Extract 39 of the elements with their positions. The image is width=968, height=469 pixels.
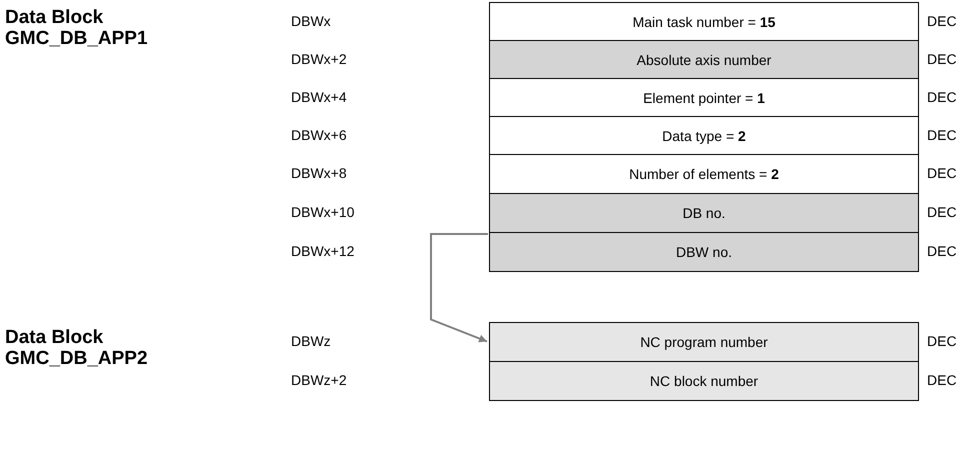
address-label: DBWx+12	[291, 243, 354, 259]
address-label: DEC	[927, 165, 957, 181]
table-row	[489, 154, 919, 194]
arrow	[430, 233, 488, 342]
table-row	[489, 2, 919, 42]
address-label: DBWx+6	[291, 127, 347, 143]
row-text: Absolute axis number	[636, 52, 772, 68]
row-text: Main task number = 15	[632, 14, 776, 30]
address-label: DEC	[927, 243, 957, 259]
address-label: DBWx+2	[291, 51, 347, 67]
row-text: NC block number	[650, 373, 758, 389]
address-label: DBWz	[291, 333, 331, 349]
data-block-heading: Data Block GMC_DB_APP1	[5, 7, 149, 49]
data-block-heading: Data Block GMC_DB_APP2	[5, 327, 149, 369]
table-row	[489, 361, 919, 401]
address-label: DEC	[927, 372, 957, 388]
row-text: DBW no.	[676, 244, 732, 260]
row-text: DB no.	[682, 205, 726, 221]
row-text: Element pointer = 1	[643, 90, 765, 106]
row-text: NC program number	[640, 334, 768, 350]
table-row	[489, 78, 919, 118]
address-label: DBWx	[291, 13, 331, 29]
table-row	[489, 116, 919, 156]
row-text: Number of elements = 2	[629, 166, 779, 182]
address-label: DEC	[927, 204, 957, 220]
table-row	[489, 40, 919, 80]
address-label: DEC	[927, 89, 957, 105]
address-label: DBWx+8	[291, 165, 347, 181]
address-label: DBWx+10	[291, 204, 354, 220]
table-row	[489, 193, 919, 233]
address-label: DEC	[927, 51, 957, 67]
table-row	[489, 232, 919, 272]
address-label: DBWx+4	[291, 89, 347, 105]
row-text: Data type = 2	[662, 128, 746, 144]
address-label: DBWz+2	[291, 372, 347, 388]
address-label: DEC	[927, 13, 957, 29]
address-label: DEC	[927, 127, 957, 143]
table-row	[489, 322, 919, 362]
address-label: DEC	[927, 333, 957, 349]
